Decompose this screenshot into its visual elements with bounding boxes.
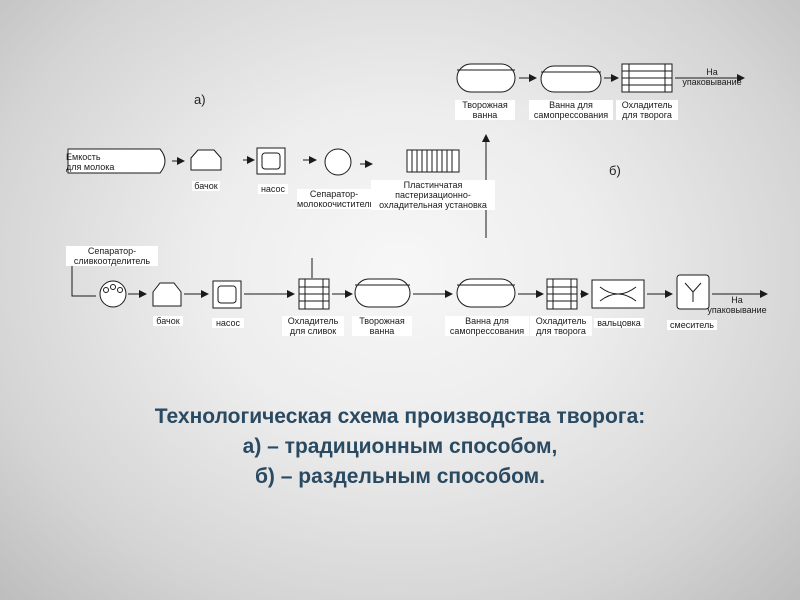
label-curd-cooler-b: Охладитель для творога [530,316,592,336]
slide-caption: Технологическая схема производства творо… [0,402,800,492]
label-press-vat-a: Ванна для самопрессования [529,100,613,120]
milk-tank-shape [67,148,166,174]
label-curd-cooler-a: Охладитель для творога [616,100,678,120]
press-vat-a-shape [540,65,602,93]
separator-a-shape [324,148,352,176]
label-roller: вальцовка [594,318,644,328]
label-separator-b: Сепаратор- сливкоотделитель [66,246,158,266]
label-curd-vat-a: Творожная ванна [455,100,515,120]
caption-line-2: а) – традиционным способом, [242,435,558,458]
label-milk-tank: Емкость для молока [66,152,115,172]
curd-vat-b-shape [354,278,411,308]
label-plate-unit: Пластинчатая пастеризационно- охладитель… [371,180,495,210]
curd-vat-a-shape [456,63,516,93]
label-curd-vat-b: Творожная ванна [352,316,412,336]
caption-line-1: Технологическая схема производства творо… [154,405,646,428]
label-bucket-a: бачок [192,181,220,191]
label-cream-cooler: Охладитель для сливок [282,316,344,336]
press-vat-b-shape [456,278,516,308]
label-out-b: На упаковывание [707,295,767,315]
plate-unit-shape [406,149,460,173]
bucket-b-shape [152,282,182,307]
label-mixer: смеситель [667,320,717,330]
caption-line-3: б) – раздельным способом. [254,465,546,488]
label-out-a: На упаковывание [682,67,742,87]
label-pump-a: насос [258,184,288,194]
bucket-a-shape [190,149,222,171]
label-press-vat-b: Ванна для самопрессования [445,316,529,336]
scheme-a-marker: а) [194,92,206,107]
scheme-b-marker: б) [609,163,621,178]
label-separator-a: Сепаратор- молокоочиститель [297,189,375,209]
label-bucket-b: бачок [153,316,183,326]
label-pump-b: насос [212,318,244,328]
